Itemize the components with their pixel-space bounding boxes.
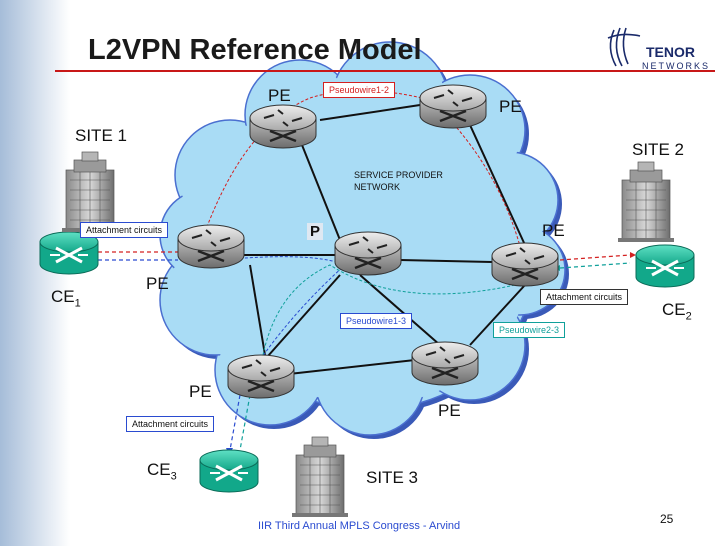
attachment-circuits-label-site2: Attachment circuits: [540, 289, 629, 305]
backbone-links: [240, 104, 526, 376]
building-site2: [618, 161, 674, 242]
site-1-label: SITE 1: [75, 126, 127, 145]
footer-text: IIR Third Annual MPLS Congress - Arvind: [258, 520, 461, 532]
router-pe-bottom-right: [411, 341, 479, 386]
pe-label-top-right: PE: [499, 97, 522, 116]
page-number: 25: [660, 512, 674, 526]
pseudowire-2-3-label: Pseudowire2-3: [493, 322, 566, 338]
title-divider: [55, 70, 715, 72]
logo-main: TENOR: [646, 44, 695, 60]
router-ce1: [39, 231, 99, 275]
router-p-core: [334, 231, 402, 276]
logo-sub: NETWORKS: [642, 61, 711, 71]
pe-label-left: PE: [146, 274, 169, 293]
pe-label-bottom-right: PE: [438, 401, 461, 420]
pseudowire-2-3-path: [261, 264, 516, 361]
ce-2-label: CE2: [662, 300, 692, 323]
pseudowire-1-3-label: Pseudowire1-3: [340, 313, 413, 329]
router-pe-top-left: [249, 104, 317, 149]
p-label: P: [307, 223, 324, 240]
tenor-logo-mark: [607, 27, 641, 67]
site-2-label: SITE 2: [632, 140, 684, 159]
network-line: NETWORK: [354, 182, 400, 192]
router-ce2: [635, 244, 695, 288]
ce-3-label: CE3: [147, 460, 177, 483]
site-3-label: SITE 3: [366, 468, 418, 487]
building-site1: [62, 151, 118, 232]
service-provider-label: SERVICE PROVIDER NETWORK: [354, 169, 443, 193]
building-site3: [292, 436, 348, 517]
attachment-circuits-label-site3: Attachment circuits: [126, 416, 215, 432]
pseudowire-1-2-label: Pseudowire1-2: [323, 82, 396, 98]
attachment-circuits-label-site1: Attachment circuits: [80, 222, 169, 238]
router-pe-left: [177, 224, 245, 269]
pe-label-right: PE: [542, 221, 565, 240]
ce-1-label: CE1: [51, 287, 81, 310]
router-pe-bottom-left: [227, 354, 295, 399]
pe-label-bottom-left: PE: [189, 382, 212, 401]
slide-title: L2VPN Reference Model: [88, 34, 422, 66]
router-ce3: [199, 449, 259, 493]
pe-label-top-left: PE: [268, 86, 291, 105]
router-pe-top-right: [419, 84, 487, 129]
service-provider-line: SERVICE PROVIDER: [354, 170, 443, 180]
router-pe-right: [491, 242, 559, 287]
